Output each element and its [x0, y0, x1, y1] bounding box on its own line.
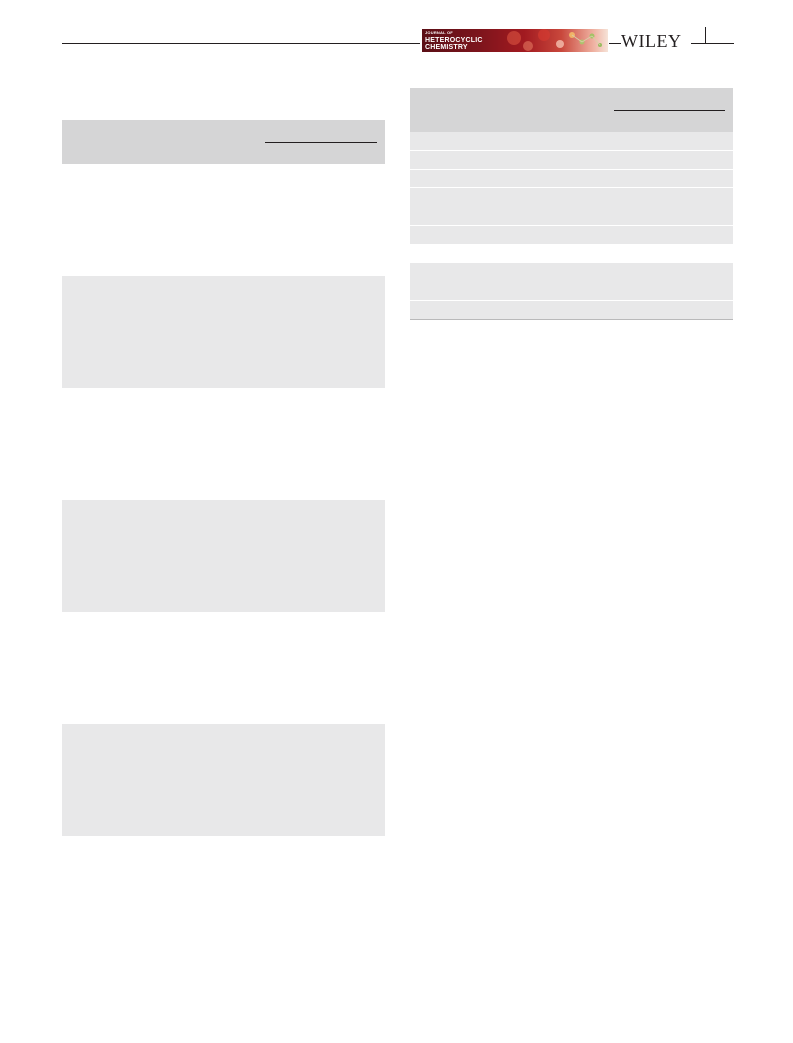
publisher-logo: WILEY — [621, 31, 682, 51]
table-row-band — [62, 500, 385, 612]
table-body-band — [410, 132, 733, 244]
table-header-rule — [265, 142, 377, 143]
journal-logo: JOURNAL OF HETEROCYCLIC CHEMISTRY — [422, 29, 608, 52]
table-body-band — [410, 263, 733, 319]
table-row-band — [62, 724, 385, 836]
table-row-divider — [410, 169, 733, 170]
header-rule — [691, 43, 734, 44]
journal-logo-line2: HETEROCYCLIC — [425, 37, 483, 44]
table-row-divider — [410, 300, 733, 301]
table-row-divider — [410, 150, 733, 151]
molecule-pattern-icon — [507, 29, 602, 51]
header-rule — [62, 43, 420, 44]
table-header-rule — [614, 110, 725, 111]
journal-logo-line1: JOURNAL OF — [425, 30, 453, 35]
journal-logo-line3: CHEMISTRY — [425, 44, 468, 51]
table-bottom-rule — [410, 319, 733, 320]
table-row-band — [62, 276, 385, 388]
page-number-tick — [705, 27, 706, 44]
table-row-divider — [410, 187, 733, 188]
header-rule — [609, 43, 621, 44]
table-row-divider — [410, 225, 733, 226]
